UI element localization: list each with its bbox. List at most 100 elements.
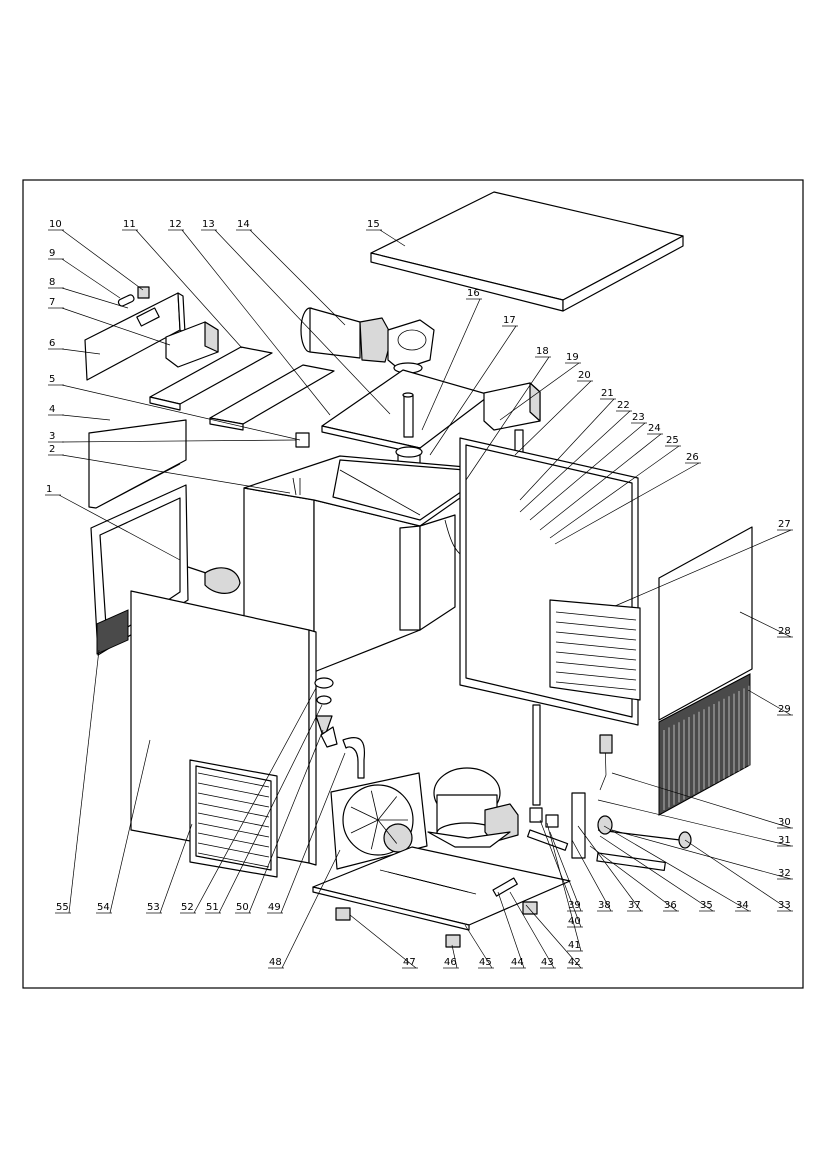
grille-slat (197, 852, 270, 868)
callout-label: 41 (568, 940, 581, 951)
leader-line (68, 649, 100, 914)
callout-label: 28 (778, 626, 791, 637)
leader-line (571, 839, 612, 912)
drain-fittings (314, 677, 366, 779)
callout-label: 55 (56, 902, 69, 913)
rear-grille-slat (555, 611, 637, 621)
leader-line (193, 687, 317, 914)
front-grille (189, 759, 278, 878)
leader-line (599, 835, 714, 912)
fan-blade (370, 819, 379, 850)
leader-line (218, 704, 323, 914)
leader-line (519, 410, 631, 513)
leader-line (349, 914, 417, 969)
leader-line (549, 445, 680, 539)
leader-line (514, 380, 592, 456)
leader-line (525, 904, 582, 969)
leader-line (181, 229, 331, 416)
leader-line (61, 439, 297, 443)
grille-slat (197, 822, 270, 838)
leader-line (539, 433, 662, 531)
leader-line (135, 229, 243, 349)
leader-line (614, 529, 792, 607)
rear-grille-slat (555, 641, 637, 651)
callout-label: 19 (566, 352, 579, 363)
leader-line (509, 891, 555, 969)
callout-label: 1 (46, 484, 52, 495)
leader-line (684, 839, 792, 912)
leader-line (549, 831, 582, 912)
callout-label: 24 (648, 423, 661, 434)
fan-blade (350, 819, 379, 834)
leader-line (465, 356, 550, 481)
rear-grille-slat (555, 621, 637, 631)
fan-blade (350, 806, 379, 821)
rear-grille-slat (555, 661, 637, 671)
callout-label: 9 (49, 248, 55, 259)
grille-slat (197, 772, 270, 788)
callout-label: 49 (268, 902, 281, 913)
condenser-grille (658, 673, 751, 816)
leader-line (249, 229, 346, 326)
callout-label: 32 (778, 868, 791, 879)
callout-label: 8 (49, 277, 55, 288)
grille-slat (197, 792, 270, 808)
leader-line (61, 384, 301, 441)
callout-label: 42 (568, 957, 581, 968)
leader-line (747, 689, 792, 716)
left-side-panel (88, 419, 187, 509)
leader-line (379, 229, 406, 247)
leader-line (248, 729, 324, 914)
switch-box (165, 321, 219, 368)
evaporator-top-plate (321, 369, 491, 455)
leader-line (597, 799, 792, 847)
callout-label: 23 (632, 412, 645, 423)
callout-label: 35 (700, 900, 713, 911)
leader-line (61, 307, 171, 346)
callout-label: 27 (778, 519, 791, 530)
small-bracket (295, 432, 310, 448)
leader-line (589, 845, 678, 912)
leader-line (464, 924, 493, 969)
fan-blade (377, 796, 398, 821)
leader-line (554, 462, 700, 545)
leader-line (280, 752, 346, 914)
leader-line (739, 611, 792, 638)
leader-line (529, 422, 646, 521)
gear-motor (300, 307, 435, 374)
leader-line (61, 287, 129, 309)
control-panel (84, 292, 186, 381)
callout-label: 40 (568, 916, 581, 927)
leader-line (603, 825, 750, 912)
callout-label: 39 (568, 900, 581, 911)
callout-label: 12 (169, 219, 182, 230)
callout-label: 37 (628, 900, 641, 911)
callout-label: 15 (367, 219, 380, 230)
leader-line (519, 398, 615, 501)
callout-label: 5 (49, 374, 55, 385)
callout-label: 52 (181, 902, 194, 913)
callout-label: 30 (778, 817, 791, 828)
callout-label: 31 (778, 835, 791, 846)
fan-blade (377, 819, 398, 844)
callout-label: 20 (578, 370, 591, 381)
rear-grille-slat (555, 681, 637, 691)
right-side-panel (658, 526, 753, 721)
leader-line (497, 891, 525, 969)
leader-line (429, 325, 517, 456)
callout-label: 21 (601, 388, 614, 399)
callout-label: 45 (479, 957, 492, 968)
callout-label: 25 (666, 435, 679, 446)
drawing-frame (22, 179, 804, 989)
callout-label: 38 (598, 900, 611, 911)
leader-line (61, 229, 144, 291)
leader-line (61, 414, 111, 421)
callout-label: 36 (664, 900, 677, 911)
grille-slat (197, 812, 270, 828)
leader-line (281, 849, 341, 969)
callout-label: 43 (541, 957, 554, 968)
callout-label: 6 (49, 338, 55, 349)
callout-label: 22 (617, 400, 630, 411)
